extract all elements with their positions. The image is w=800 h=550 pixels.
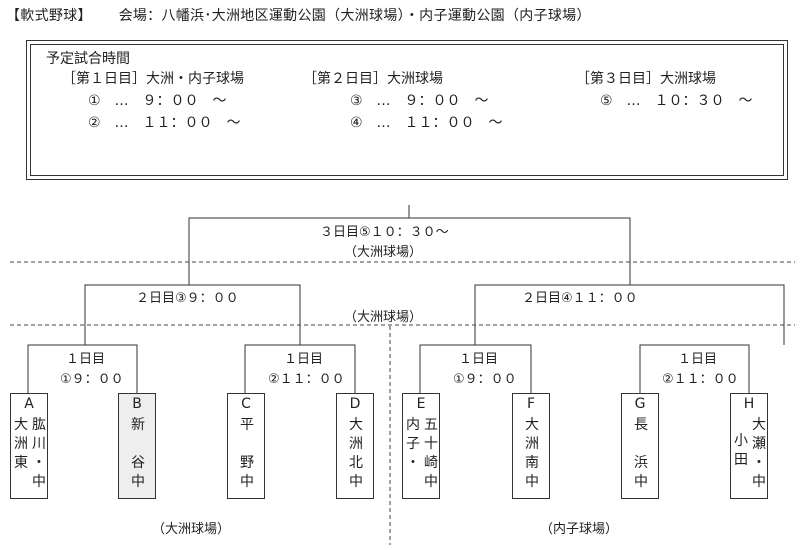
team-name-col: 大洲北中: [349, 417, 363, 490]
team-name-col: 大瀬・中: [752, 417, 766, 490]
r1-2-day: １日目: [282, 348, 326, 367]
r1-2-time: ②１１：００: [266, 368, 347, 387]
team-box-f: F 大洲南中: [512, 393, 550, 499]
schedule-title: 予定試合時間: [46, 51, 130, 67]
team-box-h: H 大瀬・中 小田: [730, 393, 768, 499]
team-box-b: B 新 谷中: [118, 393, 156, 499]
team-letter: G: [634, 396, 646, 412]
final-label: ３日目⑤１０：３０～: [318, 221, 451, 240]
team-letter: H: [743, 396, 755, 412]
r1-3-time: ①９：００: [451, 368, 519, 387]
team-letter: A: [24, 396, 34, 412]
r1-3-day: １日目: [457, 348, 501, 367]
semi-right-label: ２日目④１１：００: [520, 287, 640, 306]
team-name-col: 長 浜中: [634, 417, 648, 490]
event-title: 【軟式野球】: [6, 8, 92, 24]
team-letter: E: [416, 396, 426, 412]
team-name-col: 小田: [734, 433, 748, 468]
team-name-col: 大洲南中: [525, 417, 539, 490]
team-name-col: 平 野中: [240, 417, 254, 490]
schedule-box: [30, 44, 784, 176]
semi-left-label: ２日目③９：００: [134, 287, 241, 306]
team-name-col: 肱川・中: [32, 417, 46, 490]
day2-slot-1: ③ … ９：００ ～: [350, 93, 489, 109]
venue-left: （大洲球場）: [152, 522, 231, 537]
team-letter: B: [132, 396, 142, 412]
team-letter: C: [241, 396, 251, 412]
team-letter: D: [349, 396, 361, 412]
team-box-g: G 長 浜中: [621, 393, 659, 499]
event-header: 【軟式野球】 会場：八幡浜･大洲地区運動公園（大洲球場）・内子運動公園（内子球場…: [6, 5, 591, 25]
team-name-col: 五十崎中: [424, 417, 438, 490]
day3-heading: ［第３日目］大洲球場: [576, 71, 716, 87]
r1-4-time: ②１１：００: [660, 368, 741, 387]
team-name-col: 内子・: [406, 417, 420, 471]
team-name-col: 大洲東: [14, 417, 28, 471]
venue-line: 会場：八幡浜･大洲地区運動公園（大洲球場）・内子運動公園（内子球場）: [118, 8, 591, 24]
r1-4-day: １日目: [676, 348, 720, 367]
team-box-a: A 肱川・中 大洲東: [10, 393, 48, 499]
venue-right: （内子球場）: [540, 522, 619, 537]
day1-slot-2: ② … １１：００ ～: [88, 115, 241, 131]
day1-slot-1: ① … ９：００ ～: [88, 93, 227, 109]
team-name-col: 新 谷中: [131, 417, 145, 490]
team-box-c: C 平 野中: [227, 393, 265, 499]
day3-slot-1: ⑤ … １０：３０ ～: [600, 93, 753, 109]
day2-heading: ［第２日目］大洲球場: [303, 71, 443, 87]
r1-1-time: ①９：００: [58, 368, 126, 387]
team-box-d: D 大洲北中: [336, 393, 374, 499]
r1-1-day: １日目: [64, 348, 108, 367]
semi-venue: （大洲球場）: [344, 310, 423, 325]
day1-heading: ［第１日目］大洲・内子球場: [62, 71, 244, 87]
final-venue: （大洲球場）: [344, 245, 423, 260]
day2-slot-2: ④ … １１：００ ～: [350, 115, 503, 131]
team-letter: F: [526, 396, 536, 412]
team-box-e: E 五十崎中 内子・: [402, 393, 440, 499]
